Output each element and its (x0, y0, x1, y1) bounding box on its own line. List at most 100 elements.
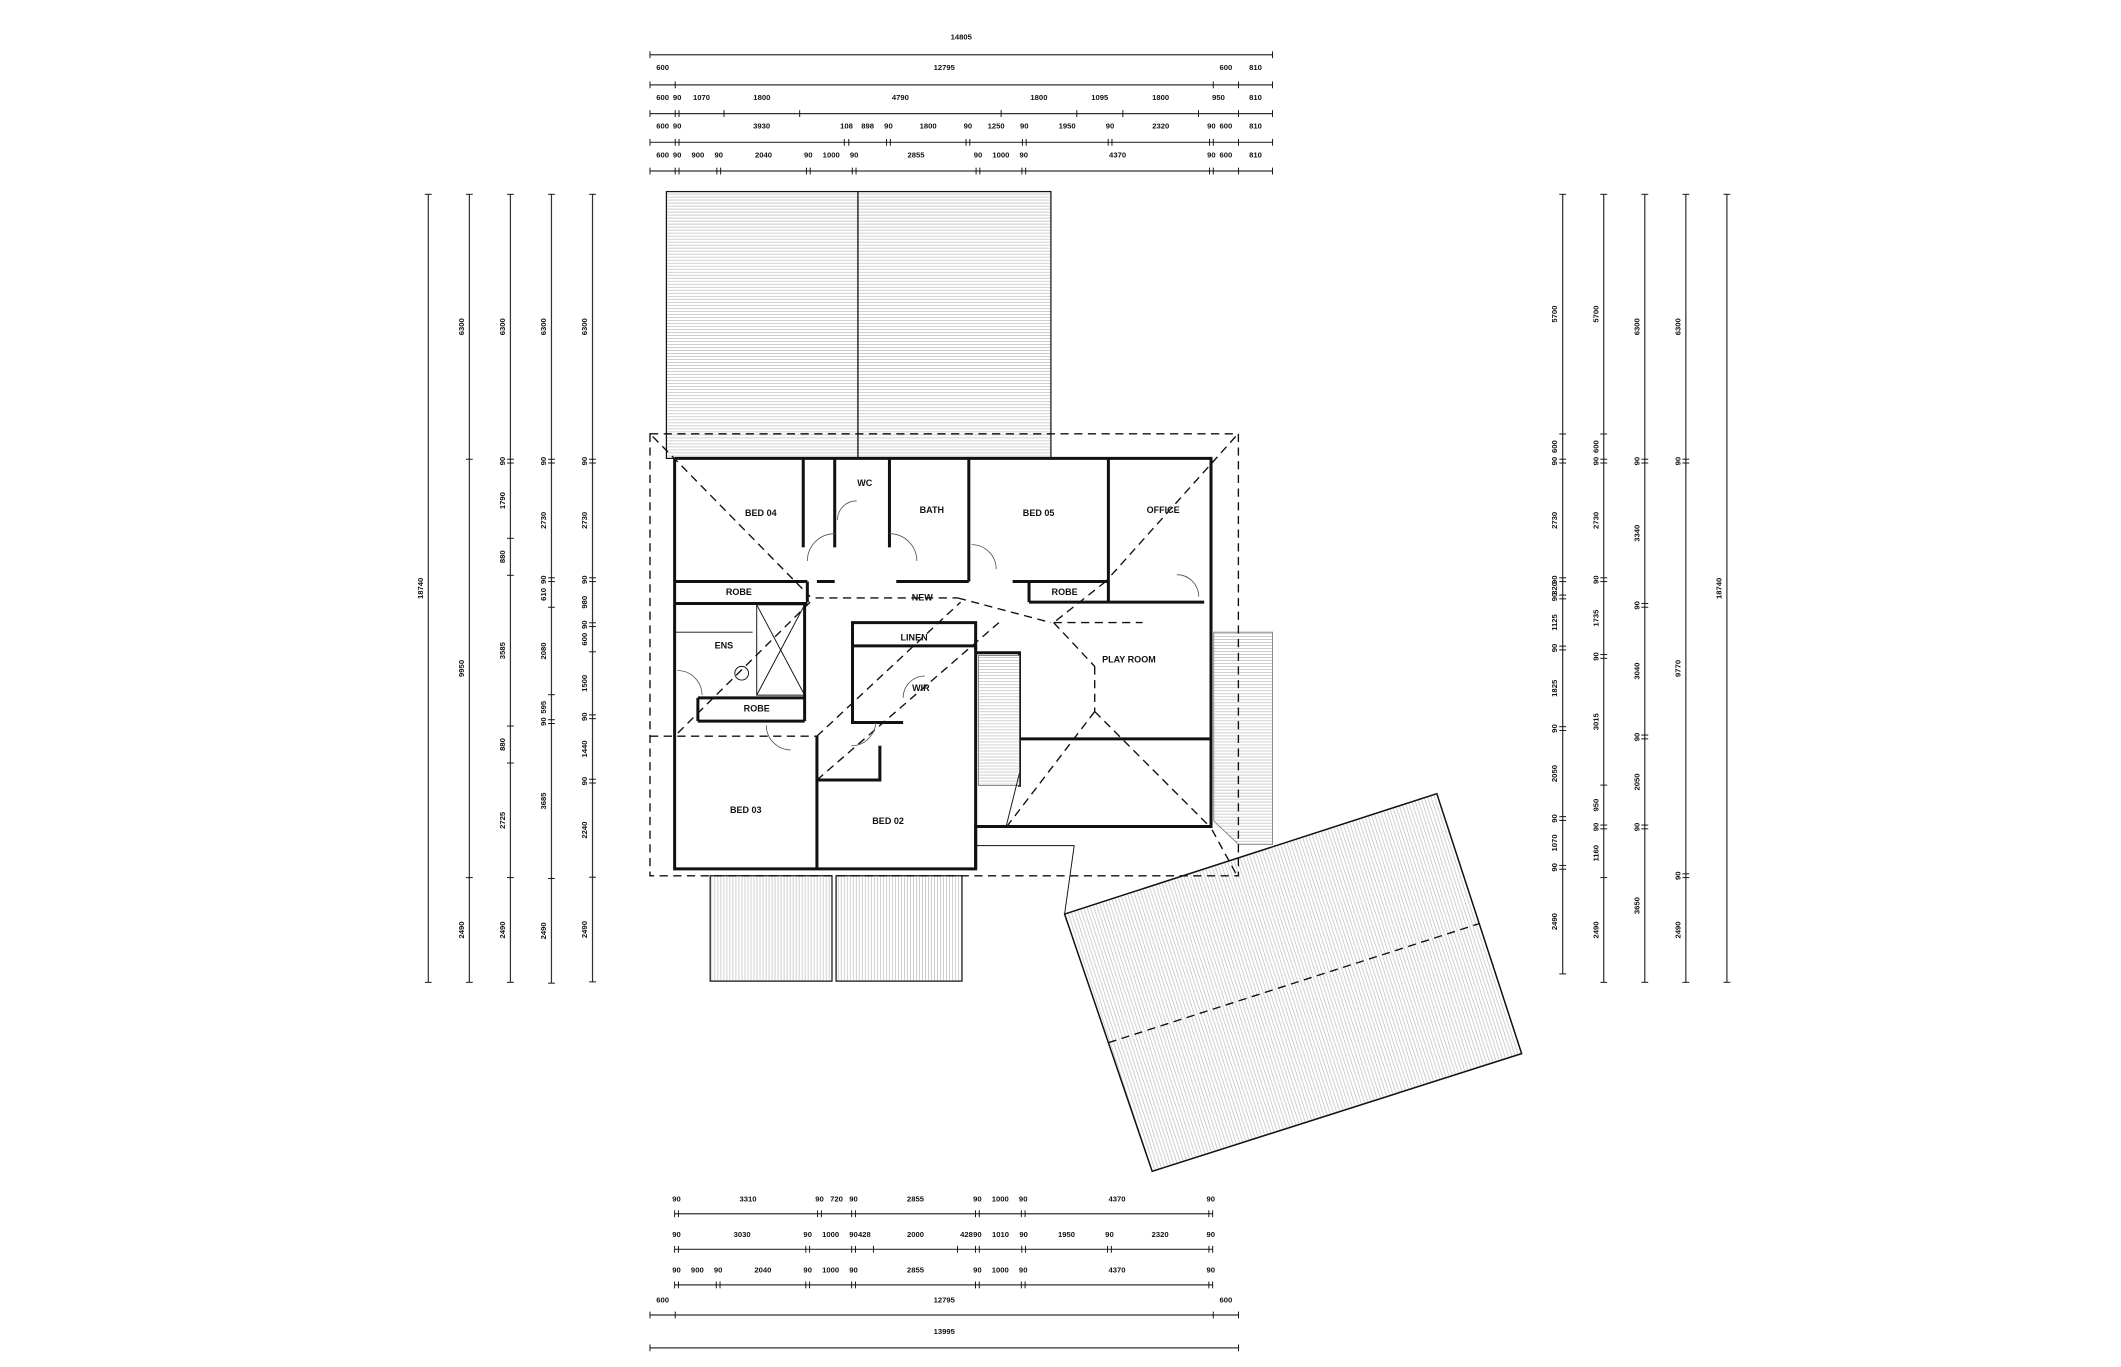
room-label-bath: BATH (920, 505, 944, 515)
dimension-label: 898 (861, 122, 875, 131)
dimension-label: 810 (1249, 93, 1262, 102)
dimension-label: 2490 (1550, 913, 1559, 930)
dimension-label: 90 (539, 575, 548, 584)
dimension-label: 600 (1220, 122, 1233, 131)
dimension-label: 610 (539, 588, 548, 601)
room-labels: BED 04 WC BATH BED 05 OFFICE ROBE ROBE N… (715, 478, 1180, 826)
dimension-label: 2730 (1591, 512, 1600, 529)
dimension-label: 6300 (1632, 318, 1641, 335)
stair (978, 655, 1020, 786)
dimension-label: 18740 (1714, 578, 1723, 599)
dimension-label: 90 (1207, 1230, 1216, 1239)
dimension-label: 90 (539, 717, 548, 726)
dimension-label: 1010 (992, 1230, 1009, 1239)
dimension-label: 18740 (416, 578, 425, 599)
dimension-label: 1070 (1550, 834, 1559, 851)
dimension-label: 3930 (753, 122, 770, 131)
room-label-new: NEW (912, 593, 934, 603)
dimension-label: 5700 (1591, 306, 1600, 323)
dimension-label: 90 (1020, 150, 1029, 159)
dimension-label: 1000 (992, 1194, 1009, 1203)
dimension-label: 90 (714, 150, 723, 159)
dimension-label: 90 (849, 1194, 858, 1203)
dimension-label: 90 (1019, 1230, 1028, 1239)
dimension-label: 600 (656, 93, 669, 102)
dimension-label: 600 (1219, 63, 1232, 72)
room-label-ens: ENS (715, 641, 734, 651)
dimension-label: 1160 (1591, 845, 1600, 862)
dimension-label: 1825 (1550, 679, 1559, 697)
dimension-label: 2855 (907, 1266, 925, 1275)
dimension-label: 2320 (1152, 122, 1169, 131)
dimension-label: 90 (1019, 1194, 1028, 1203)
room-label-robe-left: ROBE (726, 587, 752, 597)
room-label-play-room: PLAY ROOM (1102, 654, 1156, 664)
dimension-label: 90 (1019, 1266, 1028, 1275)
dimension-label: 90 (1673, 457, 1682, 466)
dimension-label: 6300 (1673, 318, 1682, 335)
dimension-label: 3015 (1591, 712, 1600, 730)
dimension-label: 1735 (1591, 609, 1600, 627)
dimension-label: 5700 (1550, 306, 1559, 323)
dimension-label: 90 (1591, 823, 1600, 832)
dimension-label: 4370 (1109, 150, 1126, 159)
dimension-label: 90 (1207, 150, 1216, 159)
dimension-label: 2730 (580, 512, 589, 529)
dimension-label: 90 (580, 777, 589, 786)
dimension-label: 6300 (457, 318, 466, 335)
dimension-label: 1125 (1550, 613, 1559, 630)
dimension-label: 2490 (1673, 921, 1682, 938)
dimension-label: 600 (1591, 440, 1600, 453)
dimension-label: 810 (1249, 150, 1262, 159)
dimension-label: 90 (1673, 871, 1682, 880)
dimension-label: 600 (1219, 1296, 1232, 1305)
bottom-deck-roofs (709, 875, 963, 982)
dimension-label: 90 (964, 122, 973, 131)
dimension-label: 90 (673, 93, 682, 102)
dimension-label: 90 (815, 1194, 824, 1203)
dimension-label: 980 (580, 596, 589, 609)
dimension-label: 900 (691, 1266, 704, 1275)
dimension-label: 90 (580, 457, 589, 466)
dimension-label: 90 (974, 150, 983, 159)
dimension-label: 90 (850, 150, 859, 159)
dimension-label: 320 (1550, 582, 1559, 595)
dimension-label: 900 (692, 150, 705, 159)
room-label-bed03: BED 03 (730, 805, 762, 815)
dimension-label: 2725 (498, 811, 507, 829)
dimension-label: 1800 (753, 93, 770, 102)
dimension-label: 428 (960, 1230, 974, 1239)
dimension-label: 2730 (1550, 512, 1559, 529)
dimension-label: 4370 (1108, 1194, 1125, 1203)
roof-outline (649, 433, 1240, 877)
dimension-label: 1000 (823, 150, 840, 159)
dimension-label: 90 (1550, 814, 1559, 823)
dimension-label: 600 (1550, 440, 1559, 453)
dimension-label: 90 (1550, 644, 1559, 653)
dimension-label: 600 (580, 633, 589, 646)
dimension-label: 595 (539, 700, 548, 714)
dimension-label: 90 (1550, 724, 1559, 733)
dimension-label: 90 (884, 122, 893, 131)
dimension-label: 2490 (498, 921, 507, 938)
room-label-wir: WIR (912, 683, 930, 693)
dimension-label: 9770 (1673, 660, 1682, 677)
dimension-label: 90 (1206, 1266, 1215, 1275)
dimension-label: 2050 (1550, 765, 1559, 782)
dimension-label: 2490 (1591, 921, 1600, 938)
dimension-label: 2855 (907, 1194, 925, 1203)
dimension-label: 810 (1249, 122, 1262, 131)
dimension-label: 90 (1591, 575, 1600, 584)
dimension-label: 90 (803, 1266, 812, 1275)
dimension-label: 90 (1550, 575, 1559, 584)
dimension-label: 90 (672, 1266, 681, 1275)
dimension-label: 1800 (1030, 93, 1047, 102)
dimension-label: 1950 (1058, 1230, 1075, 1239)
dimension-label: 2040 (755, 150, 772, 159)
dimension-label: 90 (539, 457, 548, 466)
dimension-label: 90 (1632, 457, 1641, 466)
dimension-label: 90 (803, 1230, 812, 1239)
dimension-label: 90 (1206, 1194, 1215, 1203)
dimension-label: 2050 (1632, 773, 1641, 790)
